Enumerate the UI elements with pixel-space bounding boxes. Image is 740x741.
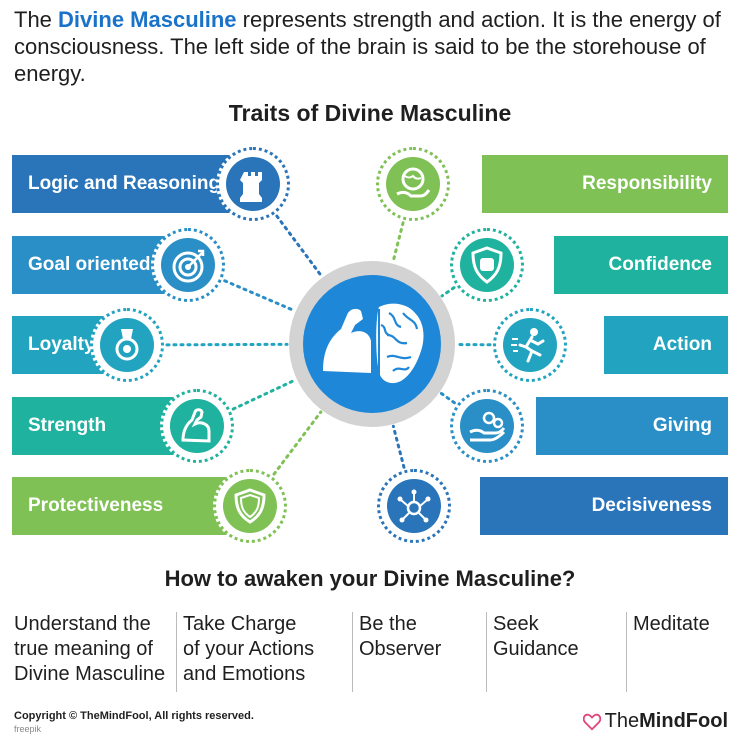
connector-line bbox=[440, 286, 456, 298]
brand-prefix: The bbox=[604, 710, 640, 732]
copyright-notice: Copyright © TheMindFool, All rights rese… bbox=[14, 710, 254, 722]
trait-icon-badge bbox=[493, 308, 567, 382]
muscle-and-brain-icon bbox=[303, 275, 441, 413]
step-line: Understand the bbox=[14, 613, 151, 635]
awaken-heading: How to awaken your Divine Masculine? bbox=[164, 566, 576, 591]
connector-line bbox=[391, 424, 406, 469]
trait-label: Responsibility bbox=[582, 173, 712, 194]
trait-icon-badge bbox=[151, 228, 225, 302]
connector-line bbox=[223, 279, 296, 312]
trait-label: Decisiveness bbox=[591, 495, 712, 516]
step-line: Meditate bbox=[633, 613, 710, 635]
trait-label: Strength bbox=[28, 415, 107, 436]
trait-label: Protectiveness bbox=[28, 495, 164, 516]
step-line: Divine Masculine bbox=[14, 663, 166, 685]
running-person-icon bbox=[503, 318, 557, 372]
connector-line bbox=[272, 410, 323, 476]
trait-icon-badge bbox=[90, 308, 164, 382]
step-line: of your Actions bbox=[183, 638, 315, 660]
trait-icon-badge bbox=[376, 147, 450, 221]
step-line: Be the bbox=[359, 613, 417, 635]
awaken-step: Understand the true meaning of Divine Masc… bbox=[8, 612, 176, 692]
giving-hand-icon bbox=[460, 399, 514, 453]
intro-suffix: represents strength and action. It is th… bbox=[14, 7, 721, 86]
trait-label: Giving bbox=[652, 415, 712, 436]
chess-rook-icon bbox=[226, 157, 280, 211]
trait-icon-badge bbox=[213, 469, 287, 543]
step-line: true meaning of bbox=[14, 638, 153, 660]
step-line: Seek bbox=[493, 613, 539, 635]
trait-label: Goal oriented bbox=[28, 254, 151, 275]
globe-in-hand-icon bbox=[386, 157, 440, 211]
trait-icon-badge bbox=[377, 469, 451, 543]
trait-bar-giving: Giving bbox=[536, 397, 728, 455]
trait-icon-badge bbox=[450, 389, 524, 463]
trait-bar-responsibility: Responsibility bbox=[482, 155, 728, 213]
trait-label: Confidence bbox=[608, 254, 712, 275]
connector-line bbox=[231, 378, 297, 411]
target-icon bbox=[161, 238, 215, 292]
awaken-step: Take Charge of your Actions and Emotions bbox=[176, 612, 352, 692]
decision-network-icon bbox=[387, 479, 441, 533]
connector-line bbox=[275, 214, 323, 278]
trait-label: Logic and Reasoning bbox=[28, 173, 221, 194]
intro-highlight: Divine Masculine bbox=[58, 7, 237, 32]
trait-label: Action bbox=[652, 334, 712, 355]
trait-icon-badge bbox=[160, 389, 234, 463]
connector-line bbox=[391, 221, 405, 264]
trait-bar-action: Action bbox=[604, 316, 728, 374]
trait-icon-badge bbox=[216, 147, 290, 221]
trait-label: Loyalty bbox=[28, 334, 95, 355]
image-credit: freepik bbox=[14, 724, 42, 734]
step-line: Guidance bbox=[493, 638, 579, 660]
trait-bar-decisiveness: Decisiveness bbox=[480, 477, 728, 535]
intro-paragraph: The Divine Masculine represents strength… bbox=[14, 6, 730, 87]
medal-icon bbox=[100, 318, 154, 372]
step-line: Take Charge bbox=[183, 613, 297, 635]
connector-line bbox=[439, 391, 456, 405]
trait-bar-confidence: Confidence bbox=[554, 236, 728, 294]
awaken-steps: Understand the true meaning of Divine Masc… bbox=[8, 612, 734, 692]
heart-logo-icon bbox=[582, 713, 601, 730]
step-line: Observer bbox=[359, 638, 442, 660]
trait-icon-badge bbox=[450, 228, 524, 302]
shield-icon bbox=[223, 479, 277, 533]
awaken-step: Meditate bbox=[626, 612, 734, 692]
intro-prefix: The bbox=[14, 7, 59, 32]
diagram-title: Traits of Divine Masculine bbox=[228, 100, 512, 126]
flexed-arm-icon bbox=[170, 399, 224, 453]
step-line: and Emotions bbox=[183, 663, 306, 685]
brand-bold: MindFool bbox=[639, 710, 728, 732]
fist-shield-icon bbox=[460, 238, 514, 292]
center-emblem bbox=[289, 261, 455, 427]
